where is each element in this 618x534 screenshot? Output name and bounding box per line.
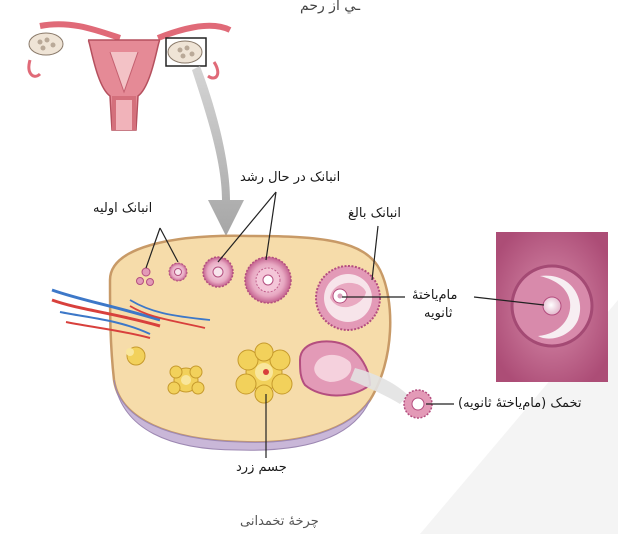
label-growing-follicles: انبانک در حال رشد	[240, 170, 340, 185]
label-secondary-oocyte: مام‌یاختهٔ	[412, 288, 457, 303]
label-mature-follicle: انبانک بالغ	[348, 206, 401, 221]
label-secondary-oocyte-2: ثانویه	[424, 306, 453, 321]
mature-follicle	[316, 266, 380, 330]
figure-caption: چرخهٔ تخمدانی	[240, 514, 319, 529]
top-text-fragment: ـي از رحم	[300, 0, 360, 14]
label-corpus-luteum: جسم زرد	[236, 460, 287, 475]
label-primary-follicles: انبانک اولیه	[93, 201, 152, 216]
micrograph	[496, 232, 608, 382]
zoom-arrow	[192, 66, 244, 236]
label-ovum: تخمک (مام‌یاختهٔ ثانویه)	[458, 396, 582, 411]
